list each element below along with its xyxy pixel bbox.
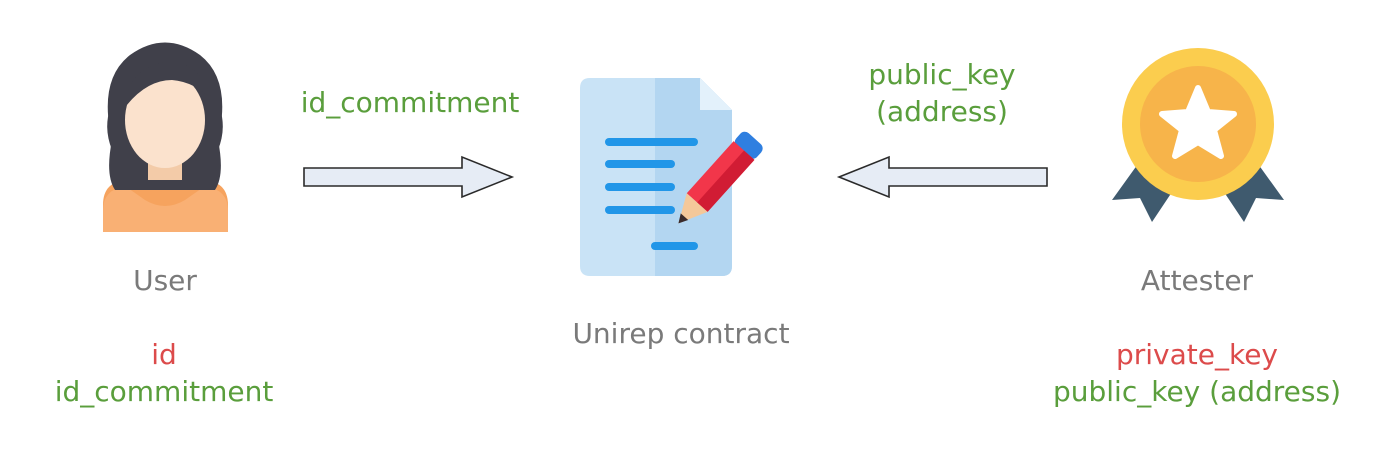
attester-secret-private-key: private_key [1115, 338, 1278, 371]
edge-label-id-commitment: id_commitment [300, 86, 520, 119]
user-avatar-icon [103, 42, 228, 232]
document-edit-icon [580, 78, 763, 276]
award-medal-icon [1112, 48, 1284, 222]
attester-secret-public-key: public_key (address) [1052, 375, 1341, 408]
arrow-user-to-contract [303, 155, 515, 199]
edge-label-address: (address) [876, 95, 1008, 128]
user-title: User [133, 264, 197, 297]
contract-title: Unirep contract [572, 317, 790, 350]
user-secret-id: id [151, 338, 177, 371]
arrow-attester-to-contract [836, 155, 1048, 199]
user-secret-id-commitment: id_commitment [54, 375, 274, 408]
attester-title: Attester [1140, 264, 1254, 297]
edge-label-public-key: public_key [868, 58, 1016, 91]
